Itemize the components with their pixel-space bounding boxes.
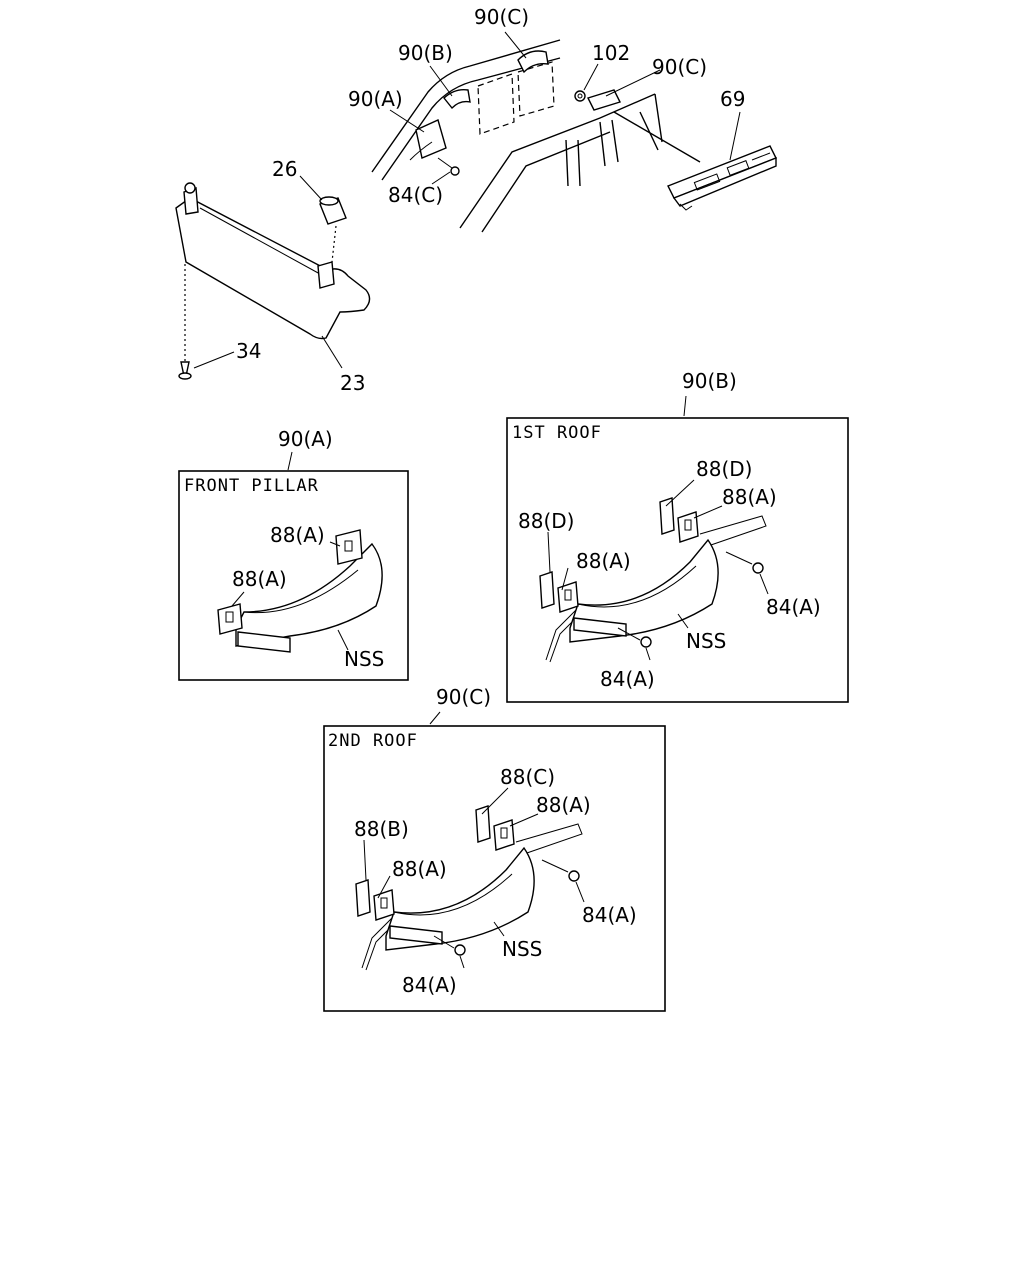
- front-pillar-nss: NSS: [344, 647, 384, 671]
- detail-front-pillar: 90(A) FRONT PILLAR 88(A) 88(A) NSS: [178, 427, 409, 681]
- detail-1st-roof: 90(B) 1ST ROOF 88(D) 88(A) 88(D): [506, 369, 849, 703]
- 2nd-roof-84a-bottom: 84(A): [402, 973, 457, 997]
- 2nd-roof-88a-left: 88(A): [392, 857, 447, 881]
- 1st-roof-88d-left: 88(D): [518, 509, 574, 533]
- 2nd-roof-title: 2ND ROOF: [328, 731, 418, 751]
- 1st-roof-ref: 90(B): [682, 369, 737, 393]
- front-pillar-ref: 90(A): [278, 427, 333, 451]
- 1st-roof-88d-right: 88(D): [696, 457, 752, 481]
- 2nd-roof-88a-right: 88(A): [536, 793, 591, 817]
- callout-34: 34: [236, 339, 261, 363]
- 2nd-roof-88c-right: 88(C): [500, 765, 555, 789]
- 1st-roof-title: 1ST ROOF: [512, 423, 602, 443]
- 1st-roof-nss: NSS: [686, 629, 726, 653]
- callout-26: 26: [272, 157, 297, 181]
- 2nd-roof-88b-left: 88(B): [354, 817, 409, 841]
- callout-90c-top: 90(C): [474, 5, 529, 29]
- front-pillar-title: FRONT PILLAR: [184, 476, 319, 496]
- 2nd-roof-ref: 90(C): [436, 685, 491, 709]
- front-pillar-88a-upper: 88(A): [270, 523, 325, 547]
- part-69: [667, 145, 777, 211]
- sun-visor: [175, 182, 371, 380]
- callout-90c-right: 90(C): [652, 55, 707, 79]
- front-pillar-88a-lower: 88(A): [232, 567, 287, 591]
- part-26: [319, 196, 347, 225]
- roof-overview: [371, 39, 777, 233]
- callout-90b-top: 90(B): [398, 41, 453, 65]
- detail-2nd-roof: 90(C) 2ND ROOF 88(C) 88(A) 88(B): [323, 685, 666, 1012]
- callout-90a-top: 90(A): [348, 87, 403, 111]
- callout-23: 23: [340, 371, 365, 395]
- 2nd-roof-84a-right: 84(A): [582, 903, 637, 927]
- callout-102: 102: [592, 41, 630, 65]
- 2nd-roof-nss: NSS: [502, 937, 542, 961]
- 1st-roof-88a-left: 88(A): [576, 549, 631, 573]
- callout-84c: 84(C): [388, 183, 443, 207]
- callout-69: 69: [720, 87, 745, 111]
- 1st-roof-84a-right: 84(A): [766, 595, 821, 619]
- 1st-roof-84a-bottom: 84(A): [600, 667, 655, 691]
- leaders-top: [193, 31, 741, 369]
- 1st-roof-88a-right: 88(A): [722, 485, 777, 509]
